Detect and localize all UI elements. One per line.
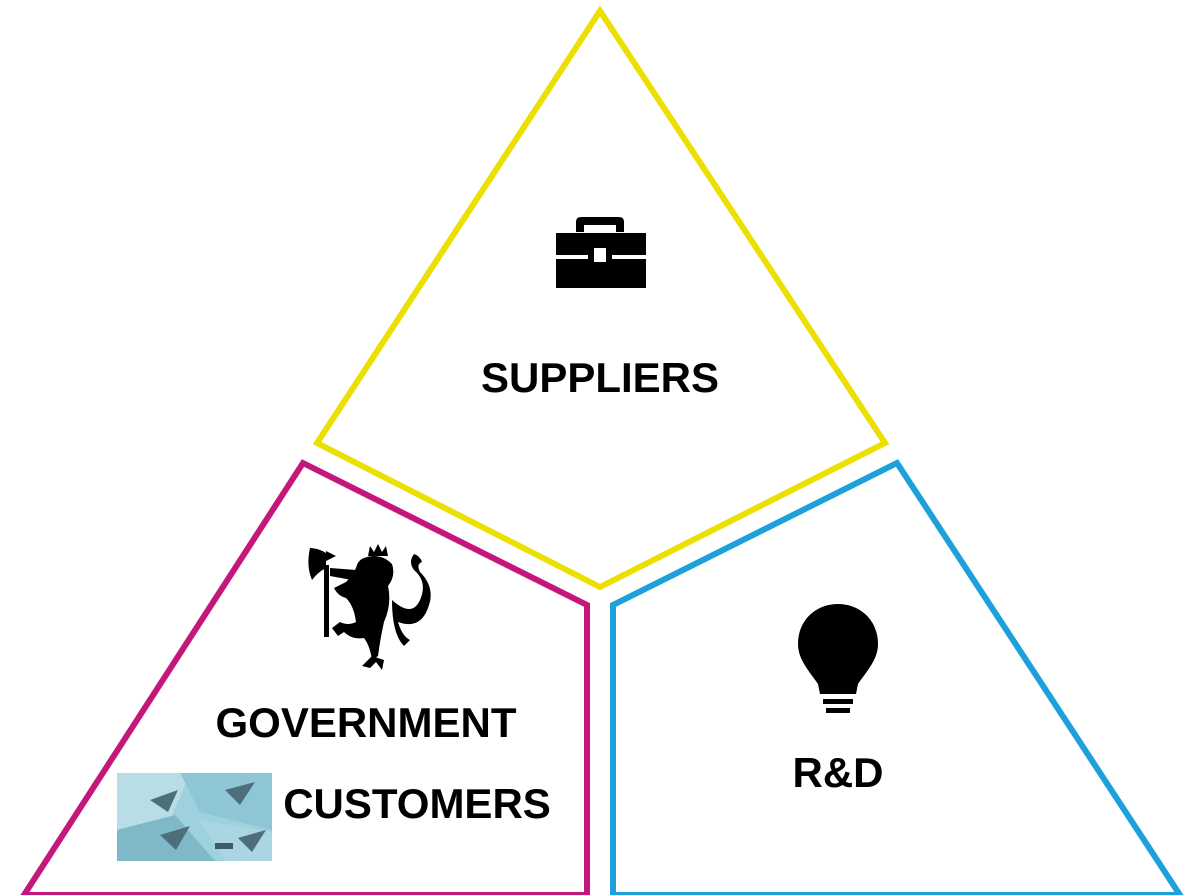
customers-label: CUSTOMERS: [283, 780, 551, 827]
lightbulb-icon: [798, 604, 878, 713]
suppliers-triangle: [312, 5, 890, 591]
rnd-shape: [610, 459, 1184, 895]
government-customers-shape: [20, 459, 590, 895]
toolbox-icon: [556, 217, 646, 288]
banknotes-icon: [117, 773, 272, 861]
lion-coat-of-arms-icon: [308, 544, 431, 670]
suppliers-label: SUPPLIERS: [481, 354, 719, 401]
rnd-label: R&D: [793, 749, 884, 796]
government-label: GOVERNMENT: [215, 699, 516, 746]
